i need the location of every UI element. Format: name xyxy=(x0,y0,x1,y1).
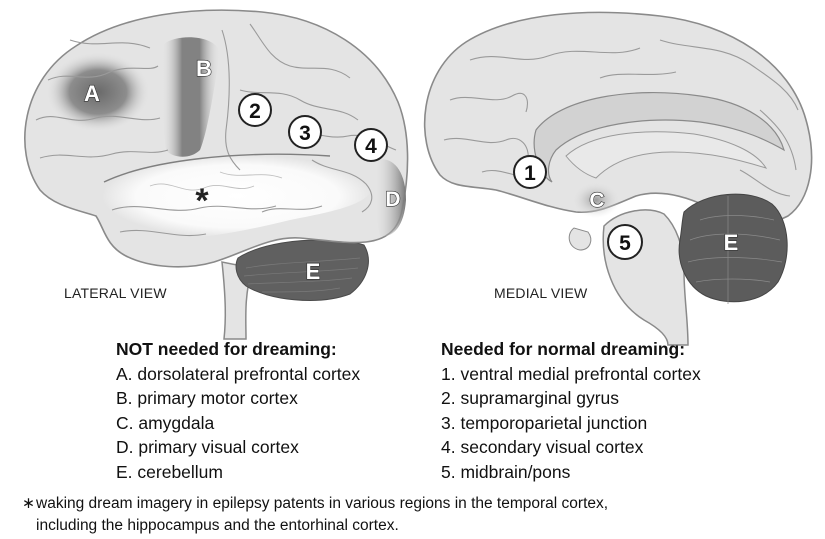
lateral-label-e: E xyxy=(306,259,321,284)
legend-item: E. cerebellum xyxy=(116,460,360,485)
footnote-line-2: including the hippocampus and the entorh… xyxy=(22,515,608,537)
circle-1-label: 1 xyxy=(524,162,536,185)
medial-label-c: C xyxy=(589,189,604,212)
circle-2-label: 2 xyxy=(249,100,261,123)
legend-needed: Needed for normal dreaming: 1. ventral m… xyxy=(441,337,701,484)
legend-item: A. dorsolateral prefrontal cortex xyxy=(116,362,360,387)
legend-item: 3. temporoparietal junction xyxy=(441,411,701,436)
asterisk-marker: * xyxy=(195,182,209,220)
legend-item: B. primary motor cortex xyxy=(116,386,360,411)
legend-not-needed: NOT needed for dreaming: A. dorsolateral… xyxy=(116,337,360,484)
lateral-label-b: B xyxy=(196,56,212,81)
circle-3-label: 3 xyxy=(299,122,311,145)
circle-4-label: 4 xyxy=(365,135,377,158)
lateral-label-a: A xyxy=(84,81,100,106)
legend-not-needed-title: NOT needed for dreaming: xyxy=(116,337,360,362)
legend-item: 5. midbrain/pons xyxy=(441,460,701,485)
legend-item: D. primary visual cortex xyxy=(116,435,360,460)
pituitary xyxy=(569,228,591,250)
circle-5-label: 5 xyxy=(619,232,631,255)
legend-item: C. amygdala xyxy=(116,411,360,436)
footnote-asterisk: ∗ xyxy=(22,493,36,515)
medial-label-e: E xyxy=(724,230,739,255)
legend-item: 1. ventral medial prefrontal cortex xyxy=(441,362,701,387)
lateral-label-d: D xyxy=(385,188,400,211)
legend-item: 4. secondary visual cortex xyxy=(441,435,701,460)
lateral-view-caption: LATERAL VIEW xyxy=(64,285,167,301)
legend-item: 2. supramarginal gyrus xyxy=(441,386,701,411)
footnote-line-1: waking dream imagery in epilepsy patents… xyxy=(36,495,608,512)
legend-needed-title: Needed for normal dreaming: xyxy=(441,337,701,362)
medial-view-caption: MEDIAL VIEW xyxy=(494,285,587,301)
medial-brain xyxy=(425,12,812,345)
footnote: ∗waking dream imagery in epilepsy patent… xyxy=(22,493,608,537)
